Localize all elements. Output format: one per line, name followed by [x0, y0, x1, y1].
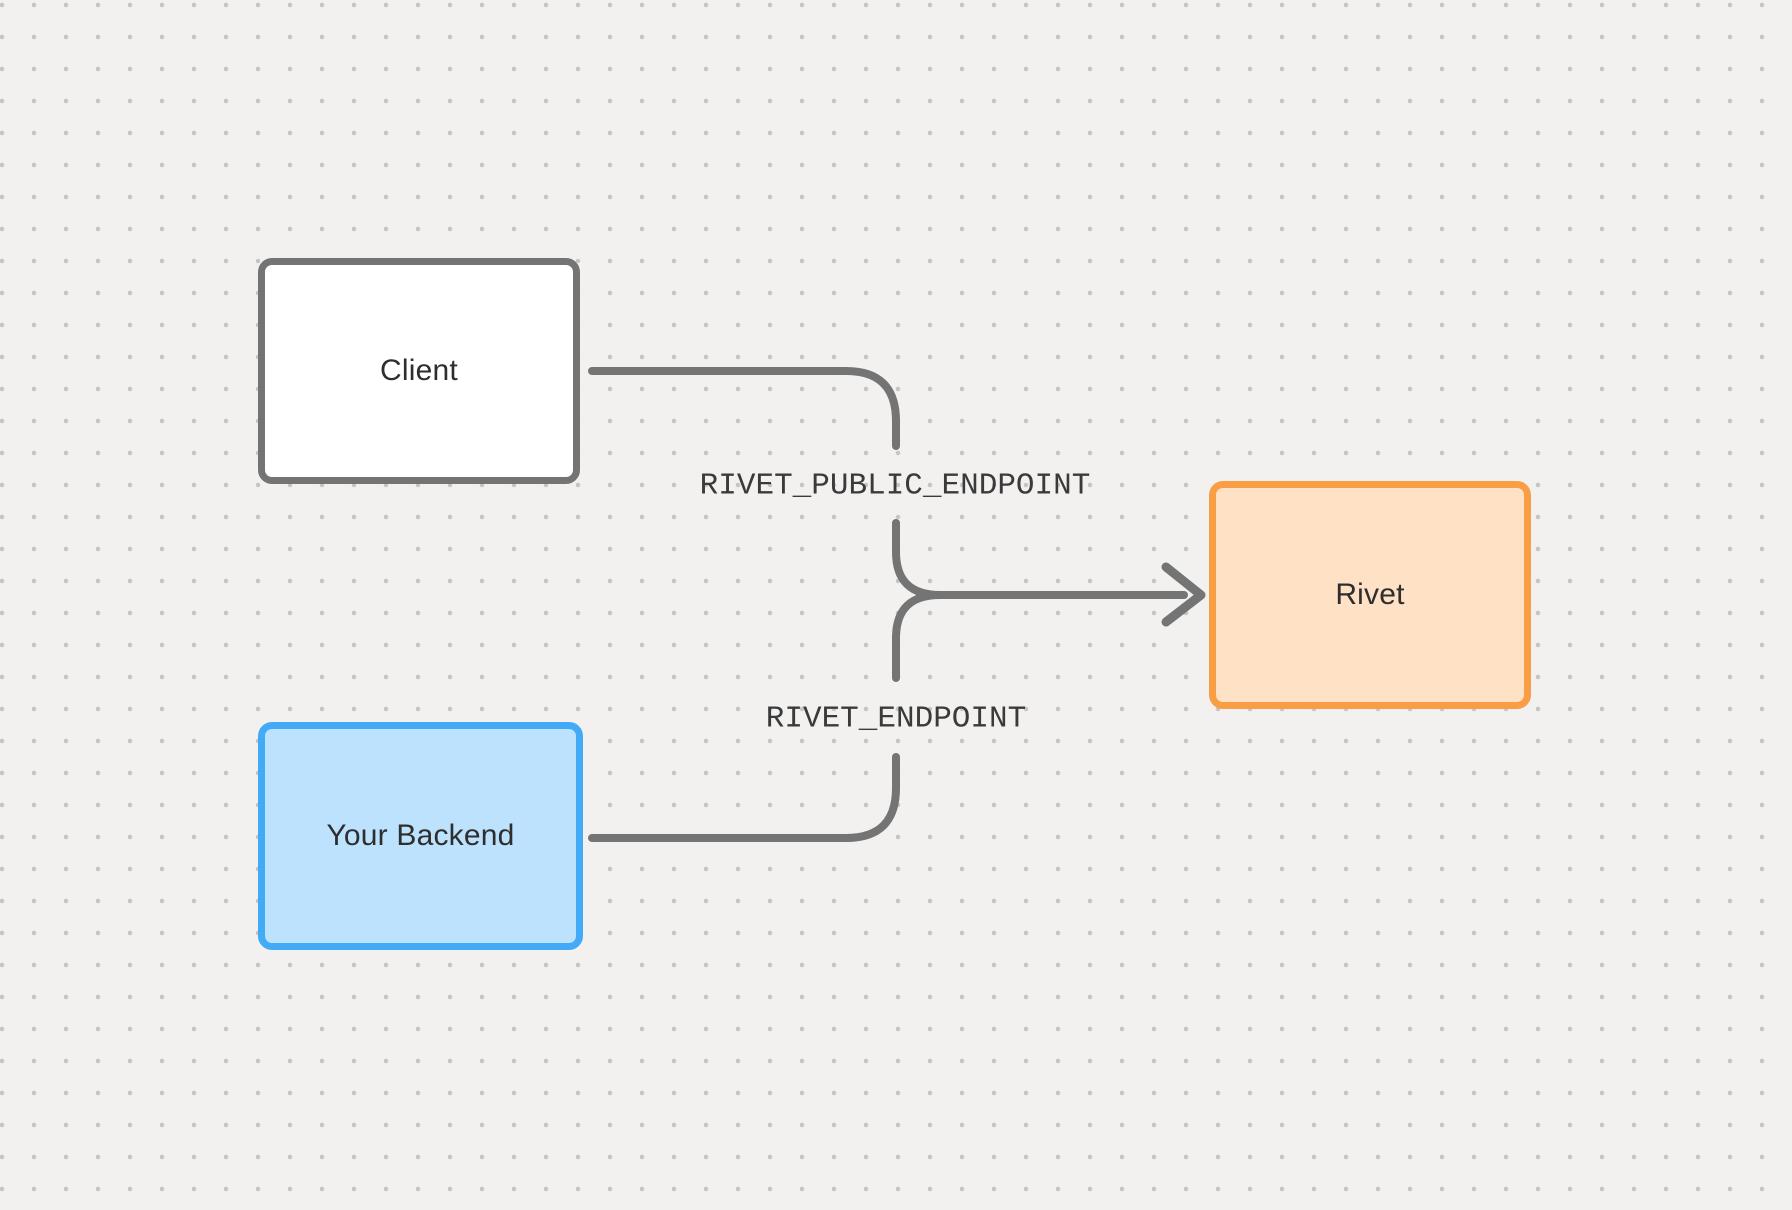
edge-client-to-junction-lower — [892, 519, 944, 599]
node-rivet-label: Rivet — [1335, 578, 1405, 611]
edge-label-rivet-public-endpoint: RIVET_PUBLIC_ENDPOINT — [699, 468, 1091, 504]
edge-backend-to-junction-upper — [892, 591, 944, 682]
node-your-backend: Your Backend — [258, 722, 583, 950]
edge-client-to-junction-upper — [588, 367, 900, 450]
edge-label-rivet-endpoint: RIVET_ENDPOINT — [765, 701, 1027, 737]
arrowhead-icon — [1161, 562, 1206, 627]
edge-backend-to-junction-lower — [588, 753, 900, 842]
node-your-backend-label: Your Backend — [326, 819, 515, 852]
node-client-label: Client — [380, 354, 458, 387]
node-rivet: Rivet — [1209, 481, 1531, 709]
node-client: Client — [258, 258, 580, 484]
